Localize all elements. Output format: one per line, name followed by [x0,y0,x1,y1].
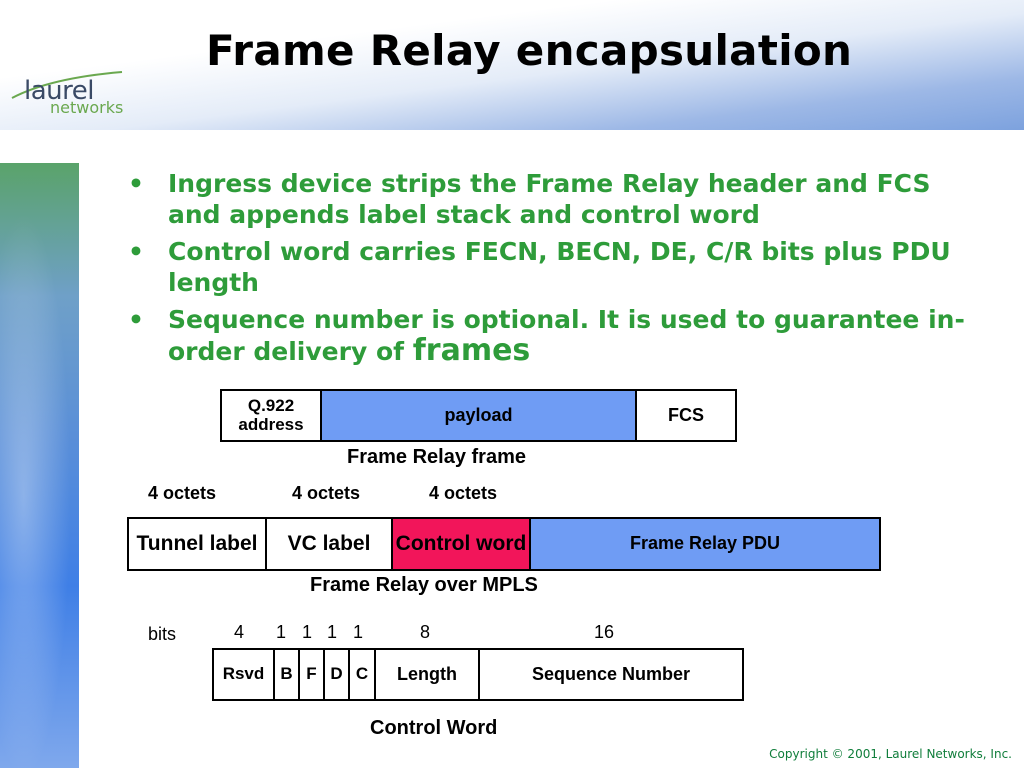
caption-frame-relay-frame: Frame Relay frame [347,446,526,468]
caption-control-word: Control Word [370,717,498,739]
bit-count: 8 [420,622,431,642]
field-label: C [355,664,369,684]
bullet-dot-icon: • [128,237,144,266]
field-label: D [330,664,343,684]
octet-label: 4 octets [148,483,217,503]
bit-count: 16 [594,622,615,642]
bullet-emphasis: frames [412,333,531,368]
copyright-notice: Copyright © 2001, Laurel Networks, Inc. [769,747,1012,761]
octet-label: 4 octets [292,483,361,503]
field-label: VC label [287,532,371,556]
bullet-item: • Sequence number is optional. It is use… [128,304,988,367]
field-d: D [323,648,350,701]
bullet-text: Ingress device strips the Frame Relay he… [168,169,931,229]
bit-count: 1 [353,622,364,642]
field-label: Control word [395,532,527,556]
field-sequence-number: Sequence Number [478,648,744,701]
left-decorative-band [0,163,79,768]
bits-label: bits [148,624,177,644]
bullet-text: Sequence number is optional. It is used … [168,305,965,366]
logo-swoosh-icon [11,71,123,99]
field-label: FCS [668,404,704,425]
field-label: Rsvd [222,664,265,684]
bit-count: 1 [327,622,338,642]
field-label: F [306,664,317,684]
octet-label: 4 octets [429,483,498,503]
field-label: payload [444,404,513,425]
field-rsvd: Rsvd [212,648,275,701]
bit-count: 1 [302,622,313,642]
logo-text-laurel: laurel [24,76,94,106]
field-label: Length [397,663,457,684]
field-label: Q.922 address [238,395,304,434]
field-label: Tunnel label [136,532,258,556]
bullet-dot-icon: • [128,305,144,334]
field-vc-label: VC label [265,517,393,571]
field-payload: payload [320,389,637,442]
bullet-list: • Ingress device strips the Frame Relay … [128,168,988,373]
field-label: B [280,664,293,684]
field-label: Sequence Number [531,663,691,684]
field-c: C [348,648,376,701]
field-length: Length [374,648,480,701]
bullet-item: • Ingress device strips the Frame Relay … [128,168,988,230]
field-label: Frame Relay PDU [629,533,781,554]
field-fcs: FCS [635,389,737,442]
field-f: F [298,648,325,701]
field-frame-relay-pdu: Frame Relay PDU [529,517,881,571]
logo-text-networks: networks [50,98,124,117]
field-tunnel-label: Tunnel label [127,517,267,571]
bullet-dot-icon: • [128,169,144,198]
slide-title: Frame Relay encapsulation [206,26,853,75]
field-q922-address: Q.922 address [220,389,322,442]
laurel-networks-logo: laurel networks [10,70,150,120]
bit-count: 4 [234,622,245,642]
header-background [0,0,1024,130]
field-control-word: Control word [391,517,531,571]
bullet-text: Control word carries FECN, BECN, DE, C/R… [168,237,951,297]
field-b: B [273,648,300,701]
caption-frame-relay-over-mpls: Frame Relay over MPLS [310,574,538,596]
bullet-item: • Control word carries FECN, BECN, DE, C… [128,236,988,298]
bit-count: 1 [276,622,287,642]
